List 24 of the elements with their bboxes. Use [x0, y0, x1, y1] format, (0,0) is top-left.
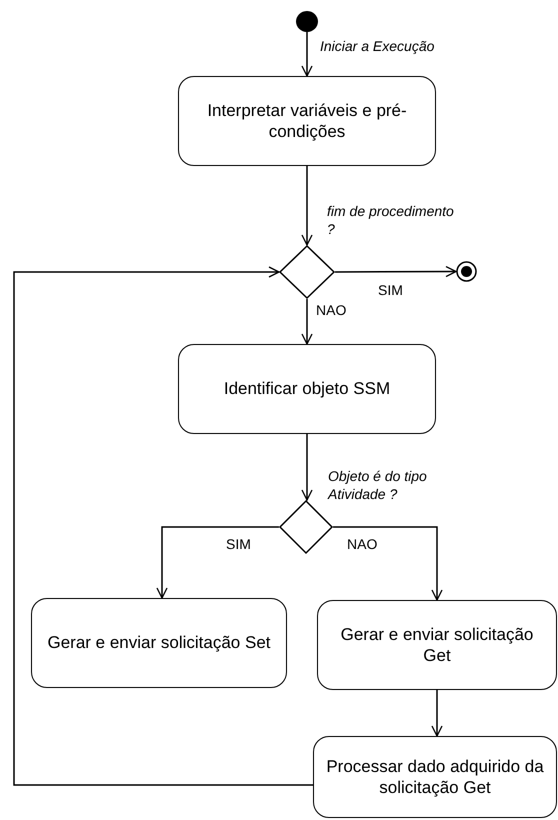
activity-box	[317, 600, 557, 690]
activity-text: Identificar objeto SSM	[224, 378, 390, 400]
arrow	[301, 434, 313, 501]
activity-box	[178, 76, 436, 166]
activity-text: Gerar e enviar solicitação Set	[48, 632, 270, 654]
activity-box	[313, 736, 557, 818]
decision-diamond	[279, 245, 335, 299]
decision-diamond	[279, 500, 333, 554]
activity-text: Processar dado adquirido da solicitação Get	[325, 756, 545, 798]
activity-box	[31, 598, 287, 688]
arrow	[301, 299, 313, 345]
arrow	[335, 266, 457, 278]
activity-text: Interpretar variáveis e pré-condições	[206, 100, 408, 142]
end-node	[456, 261, 477, 282]
arrow	[333, 526, 443, 601]
arrow	[301, 166, 313, 246]
activity-text: Gerar e enviar solicitação Get	[340, 624, 534, 666]
arrow	[431, 690, 443, 737]
arrow	[156, 526, 279, 599]
activity-box	[178, 344, 436, 434]
arrow	[13, 266, 313, 786]
start-node	[296, 11, 318, 32]
edge-label: Iniciar a Execução	[320, 38, 434, 56]
arrow	[301, 32, 313, 77]
